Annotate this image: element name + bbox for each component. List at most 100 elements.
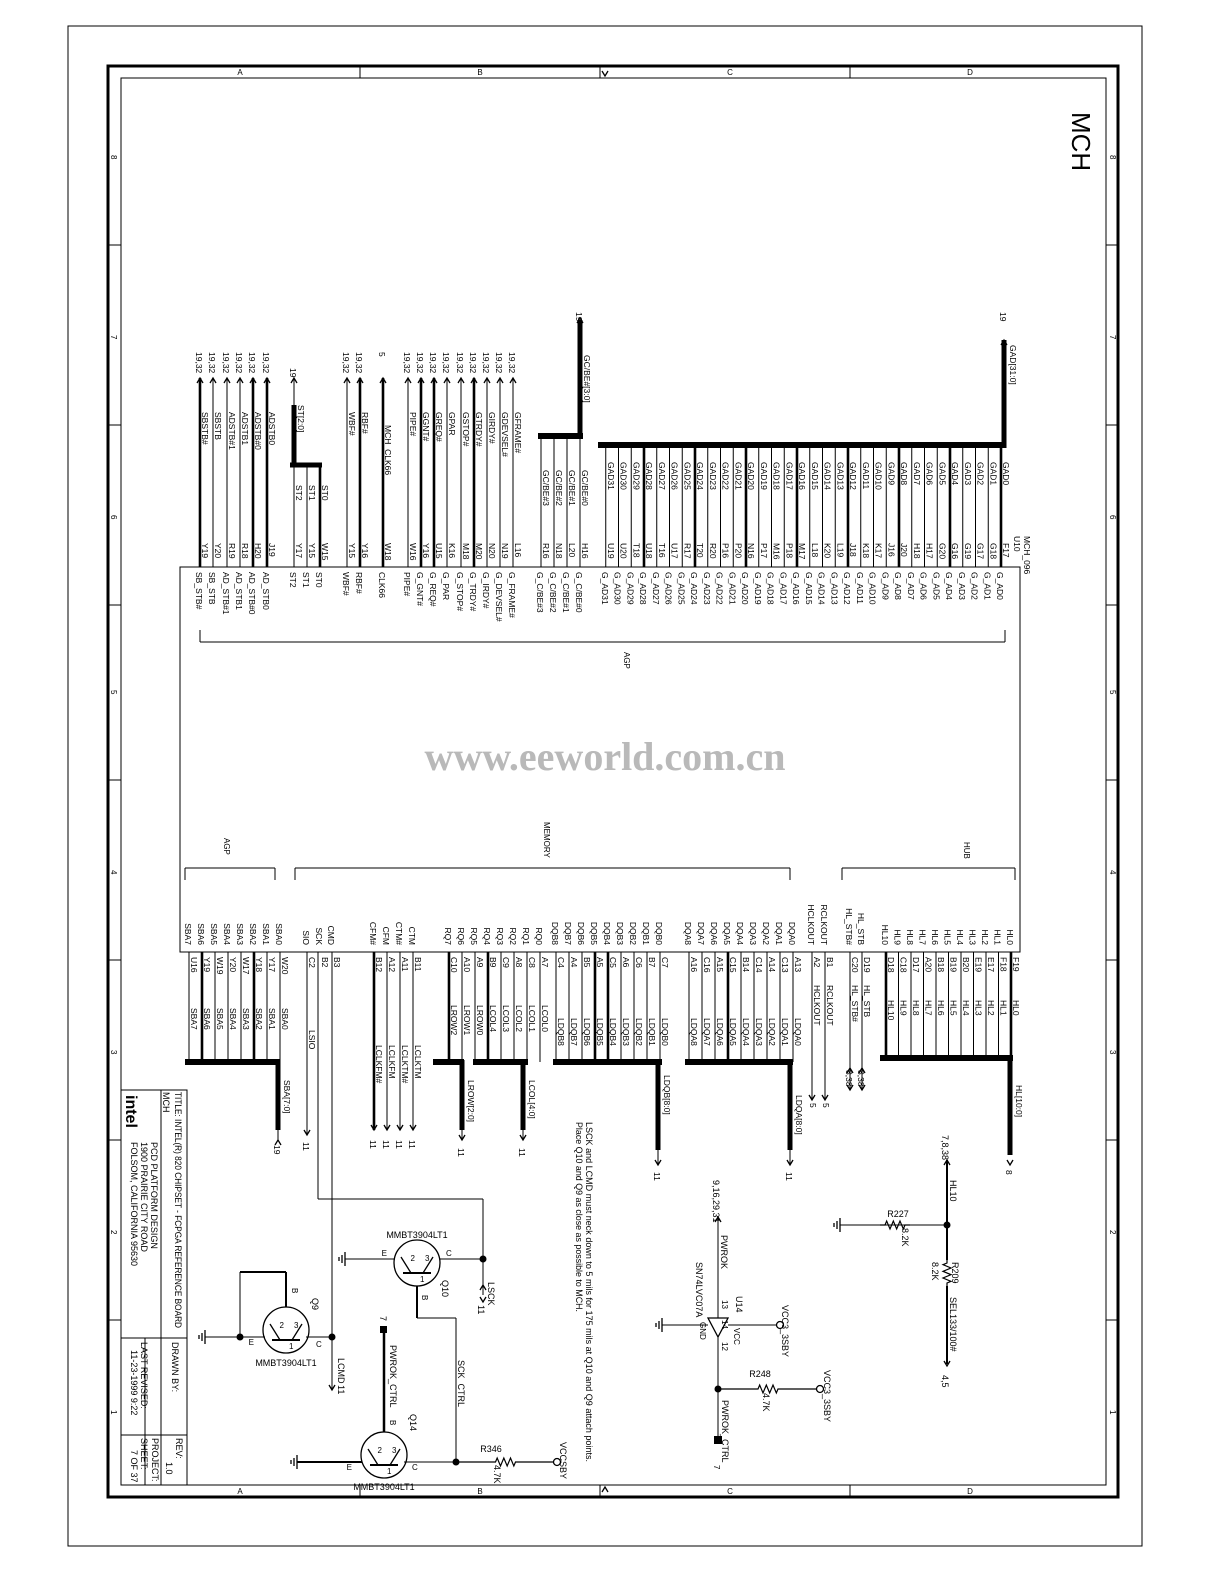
pin-name: CMD (326, 926, 336, 945)
title-block (120, 1089, 188, 1486)
pin-ball: Y16 (421, 543, 431, 558)
arrow-up-icon (479, 1283, 487, 1291)
bus-label-lrow: LROW[2:0] (466, 1080, 476, 1122)
pin-net-label: GAD13 (835, 462, 845, 490)
pin-ball: P18 (784, 543, 794, 558)
pin-ball: W18 (383, 543, 393, 561)
pin-ball: P20 (733, 543, 743, 558)
zone-number-right: 7 (1108, 335, 1117, 340)
pin-net-label: LDQA2 (767, 1018, 777, 1046)
pin-name: SB_STB (207, 572, 217, 605)
pin-ball: U17 (670, 543, 680, 559)
pin-label-e: E (347, 1463, 352, 1472)
pin-ball: P17 (759, 543, 769, 558)
pin-number: 3 (392, 1446, 397, 1455)
pin-net-label: GAD21 (733, 462, 743, 490)
pin-name: HL2 (980, 929, 990, 945)
arrow-down-icon (479, 1296, 487, 1304)
pin-ball: W19 (215, 957, 225, 975)
pin-name: DQA7 (696, 922, 706, 945)
pin-ball: M20 (474, 543, 484, 560)
section-label-agp: AGP (622, 652, 631, 669)
bus-ref-st: 19 (288, 368, 298, 378)
pin-net-label: SBSTB# (200, 412, 210, 445)
pin-ball: K17 (874, 543, 884, 558)
pin-name: HL6 (930, 929, 940, 945)
pin-name: AD_STB#1 (221, 572, 231, 615)
transistor-ref: Q10 (440, 1280, 450, 1297)
pin-ball: Y20 (228, 957, 238, 972)
pin-number: 1 (420, 1275, 425, 1284)
pin-net-label: HCLKOUT (812, 985, 822, 1026)
pin-name: DQA1 (774, 922, 784, 945)
pin-net-label: GTRDY# (474, 412, 484, 447)
arrow-up-icon (430, 376, 438, 384)
pin-ball: Y16 (360, 543, 370, 558)
ref-hl10: 7,8,38 (940, 1135, 950, 1160)
pin-name: RQ3 (495, 928, 505, 946)
pin-ball: R20 (708, 543, 718, 559)
pin-ref-sheet: 19,32 (455, 352, 465, 374)
pin-net-label: LCOL1 (527, 1005, 537, 1032)
pin-ball: A4 (569, 957, 579, 968)
pin-net-label: HL_STB# (850, 985, 860, 1022)
title-block-sheet: 7 OF 37 (129, 1450, 139, 1483)
zone-letter-top: D (967, 68, 973, 77)
pin-ref-sheet: 19,32 (221, 352, 231, 374)
transistor-icon (291, 1323, 303, 1341)
pin-net-label: GAD1 (988, 462, 998, 485)
pin-ball: Y17 (267, 957, 277, 972)
zone-number-right: 8 (1108, 155, 1117, 160)
pin-name: G_AD22 (715, 572, 725, 605)
pin-label-e: E (249, 1338, 254, 1347)
pin-name: G_AD1 (982, 572, 992, 600)
pin-ball: C2 (307, 957, 317, 968)
pin-ball: Y20 (213, 543, 223, 558)
title-block-subtitle: MCH (161, 1092, 171, 1113)
resistor-icon (880, 1219, 910, 1231)
power-label-vccsby: VCCSBY (558, 1442, 568, 1479)
pin-ball: R18 (240, 543, 250, 559)
transistor-part: MMBT3904LT1 (386, 1230, 447, 1240)
pin-ball: A16 (689, 957, 699, 972)
pin-ball: L18 (810, 543, 820, 557)
pin-ball: H20 (253, 543, 263, 559)
pin-net-label: HL6 (936, 1000, 946, 1016)
zone-letter-top: C (727, 68, 733, 77)
pin-ref-sheet: 11 (407, 1140, 417, 1149)
pin-net-label: HL4 (961, 1000, 971, 1016)
pin-ball: Y15 (347, 543, 357, 558)
pin-label-b: B (388, 1420, 397, 1425)
resistor-ref-r346: R346 (480, 1444, 502, 1454)
pin-ref-sheet: 11 (394, 1140, 404, 1149)
pin-ball: F19 (1011, 957, 1021, 972)
pin-ball: C15 (728, 957, 738, 973)
arrow-down-icon (943, 1360, 951, 1368)
pin-ball: J16 (886, 543, 896, 557)
pin-ball: C16 (702, 957, 712, 973)
arrow-up-icon (343, 376, 351, 384)
pin-net-label: HL0 (1011, 1000, 1021, 1016)
pin-net-label: SBA1 (267, 1008, 277, 1030)
arrow-up-icon (249, 376, 257, 384)
pin-ball: A15 (715, 957, 725, 972)
pin-name: SBA2 (248, 923, 258, 945)
pin-label-c: C (446, 1249, 452, 1258)
pin-net-label: LCOL3 (501, 1005, 511, 1032)
pin-net-label: ADSTB1 (240, 412, 250, 445)
pin-ball: T16 (657, 543, 667, 558)
pin-ball: U15 (434, 543, 444, 559)
pin-ref-sheet: 19,32 (415, 352, 425, 374)
section-label-memory: MEMORY (542, 822, 551, 859)
pin-name: G_AD15 (804, 572, 814, 605)
pin-number: 1 (387, 1467, 392, 1476)
pin-ball: A11 (400, 957, 410, 972)
pin-name: G_AD3 (957, 572, 967, 600)
pin-ball: K20 (823, 543, 833, 558)
pin-ball: G18 (988, 543, 998, 559)
pin-ball: H18 (912, 543, 922, 559)
pin-label-c: C (412, 1463, 418, 1472)
pin-ref-sheet: 5 (821, 1103, 831, 1108)
resistor-ref-r227: R227 (887, 1209, 909, 1219)
pin-ref-sheet: 19,32 (234, 352, 244, 374)
